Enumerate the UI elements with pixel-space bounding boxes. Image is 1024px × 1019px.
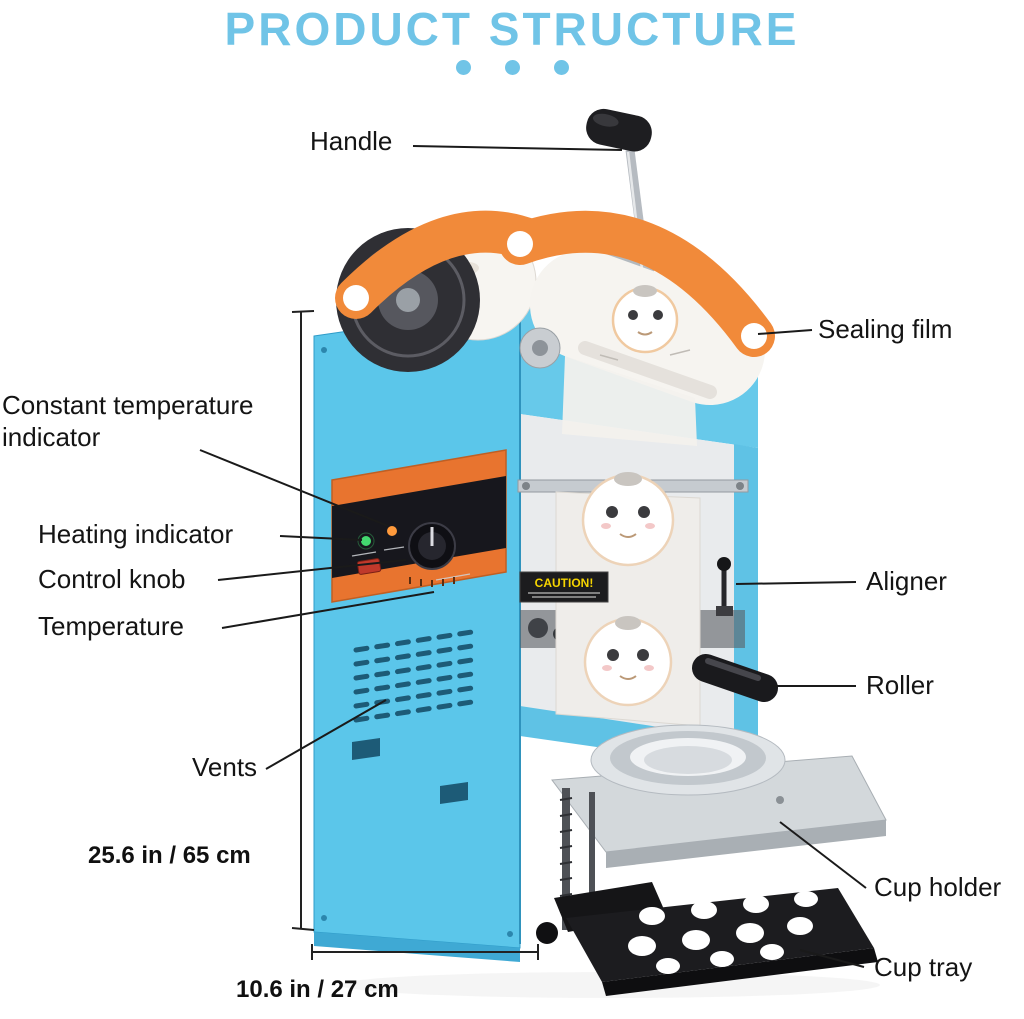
height-dimension-label: 25.6 in / 65 cm	[88, 842, 251, 869]
heating-leader-line	[279, 535, 363, 541]
caution-label: CAUTION!	[519, 571, 609, 603]
temperature-leader-line	[221, 591, 435, 629]
label-cup-holder: Cup holder	[874, 872, 1002, 902]
adjust-knob	[536, 922, 558, 944]
label-heating-indicator: Heating indicator	[38, 519, 234, 549]
width-dimension-line	[311, 944, 539, 960]
vents	[353, 629, 475, 723]
vents-leader-line	[265, 699, 387, 770]
leader-lines	[199, 145, 867, 968]
label-sealing-film: Sealing film	[818, 314, 953, 344]
machine-base	[314, 932, 520, 962]
height-dimension-line	[291, 310, 315, 931]
page-title: PRODUCT STRUCTURE	[224, 3, 800, 55]
cup-holder	[551, 724, 887, 868]
film-bracket-right	[499, 210, 775, 357]
title-dots	[0, 60, 1024, 78]
label-handle: Handle	[310, 126, 393, 156]
film-print-face	[599, 285, 691, 361]
cup-tray-leader-line	[799, 949, 865, 968]
film-guide-hub	[519, 327, 561, 369]
handle-grip	[586, 108, 652, 152]
film-print-face	[581, 472, 675, 567]
width-dimension-label: 10.6 in / 27 cm	[236, 976, 399, 1003]
label-control-knob: Control knob	[38, 564, 186, 594]
label-roller: Roller	[866, 670, 934, 700]
film-sheet	[555, 472, 701, 727]
control-knob	[408, 522, 456, 570]
heating-indicator-led	[361, 536, 371, 546]
dot-icon	[553, 60, 569, 75]
cup-tray	[566, 888, 878, 996]
control-knob-leader-line	[217, 559, 407, 581]
aligner	[716, 557, 733, 616]
label-temperature: Temperature	[38, 611, 184, 641]
film-print-face	[583, 616, 673, 707]
power-switch	[356, 558, 382, 575]
caution-text: CAUTION!	[535, 576, 594, 590]
cup-holder-leader-line	[779, 821, 867, 889]
label-constant-temperature-indicator: Constant temperature indicator	[2, 390, 254, 452]
constant-temperature-led	[387, 526, 397, 536]
dot-icon	[455, 60, 471, 75]
aligner-leader-line	[735, 581, 857, 585]
dot-icon	[504, 60, 520, 75]
side-slot	[440, 782, 468, 804]
temperature-dial	[409, 577, 455, 587]
constant-temp-leader-line	[199, 449, 389, 527]
sealing-film-leader-line	[757, 329, 813, 335]
label-vents: Vents	[192, 752, 258, 782]
sealing-film-roll-right	[530, 250, 765, 405]
roller	[692, 654, 778, 702]
label-aligner: Aligner	[866, 566, 947, 596]
side-slot	[352, 738, 380, 760]
film-web	[562, 356, 697, 446]
label-cup-tray: Cup tray	[874, 952, 973, 982]
handle-leader-line	[412, 145, 623, 151]
